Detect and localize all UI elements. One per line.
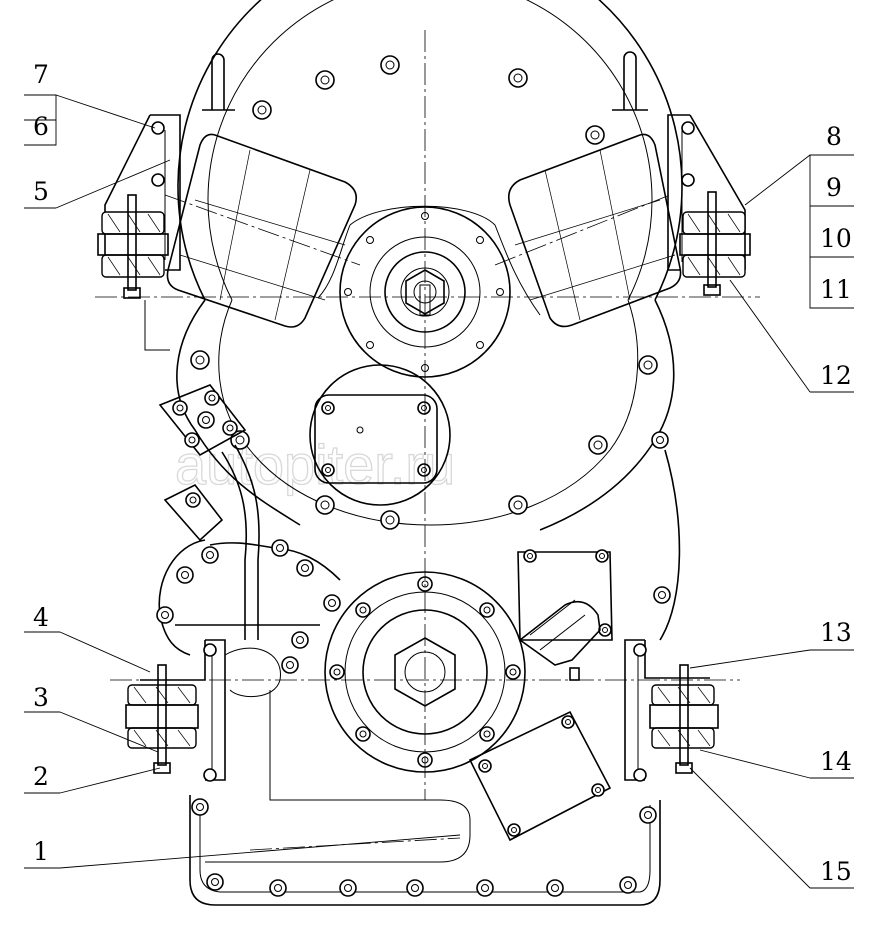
- upper-housing-bolts: [190, 55, 669, 530]
- callout-9: 9: [826, 173, 842, 202]
- callout-6: 6: [33, 112, 49, 141]
- mount-upper-right: [667, 114, 751, 296]
- callout-4: 4: [33, 603, 49, 632]
- callout-3: 3: [33, 683, 49, 712]
- upper-left-mount-plate: [166, 133, 358, 328]
- callout-15: 15: [820, 857, 852, 886]
- callout-5: 5: [33, 177, 49, 206]
- left-pipe-bracket: [158, 384, 260, 640]
- upper-right-mount-plate: [507, 133, 682, 328]
- callout-10: 10: [820, 224, 852, 253]
- right-cover-upper: [517, 549, 613, 641]
- callout-14: 14: [820, 747, 852, 776]
- callout-12: 12: [820, 361, 852, 390]
- callout-13: 13: [820, 618, 852, 647]
- callout-1: 1: [33, 837, 49, 866]
- mount-upper-left: [97, 114, 181, 351]
- right-cover-lower: [468, 710, 612, 842]
- callout-boxes: [24, 94, 854, 309]
- lifting-hooks: [202, 51, 648, 111]
- callout-2: 2: [33, 762, 49, 791]
- speed-sensor: [518, 599, 601, 681]
- callout-11: 11: [820, 275, 852, 304]
- callout-numbers: 7 6 5 8 9 10 11 12 4 3 2 1 13 14 15: [33, 60, 852, 886]
- callout-8: 8: [826, 122, 842, 151]
- mount-lower-right: [624, 639, 719, 782]
- lower-housing: [156, 449, 681, 906]
- leader-lines: [24, 94, 854, 889]
- inspection-cover: [309, 364, 451, 506]
- callout-7: 7: [33, 60, 49, 89]
- mount-lower-left: [125, 639, 281, 782]
